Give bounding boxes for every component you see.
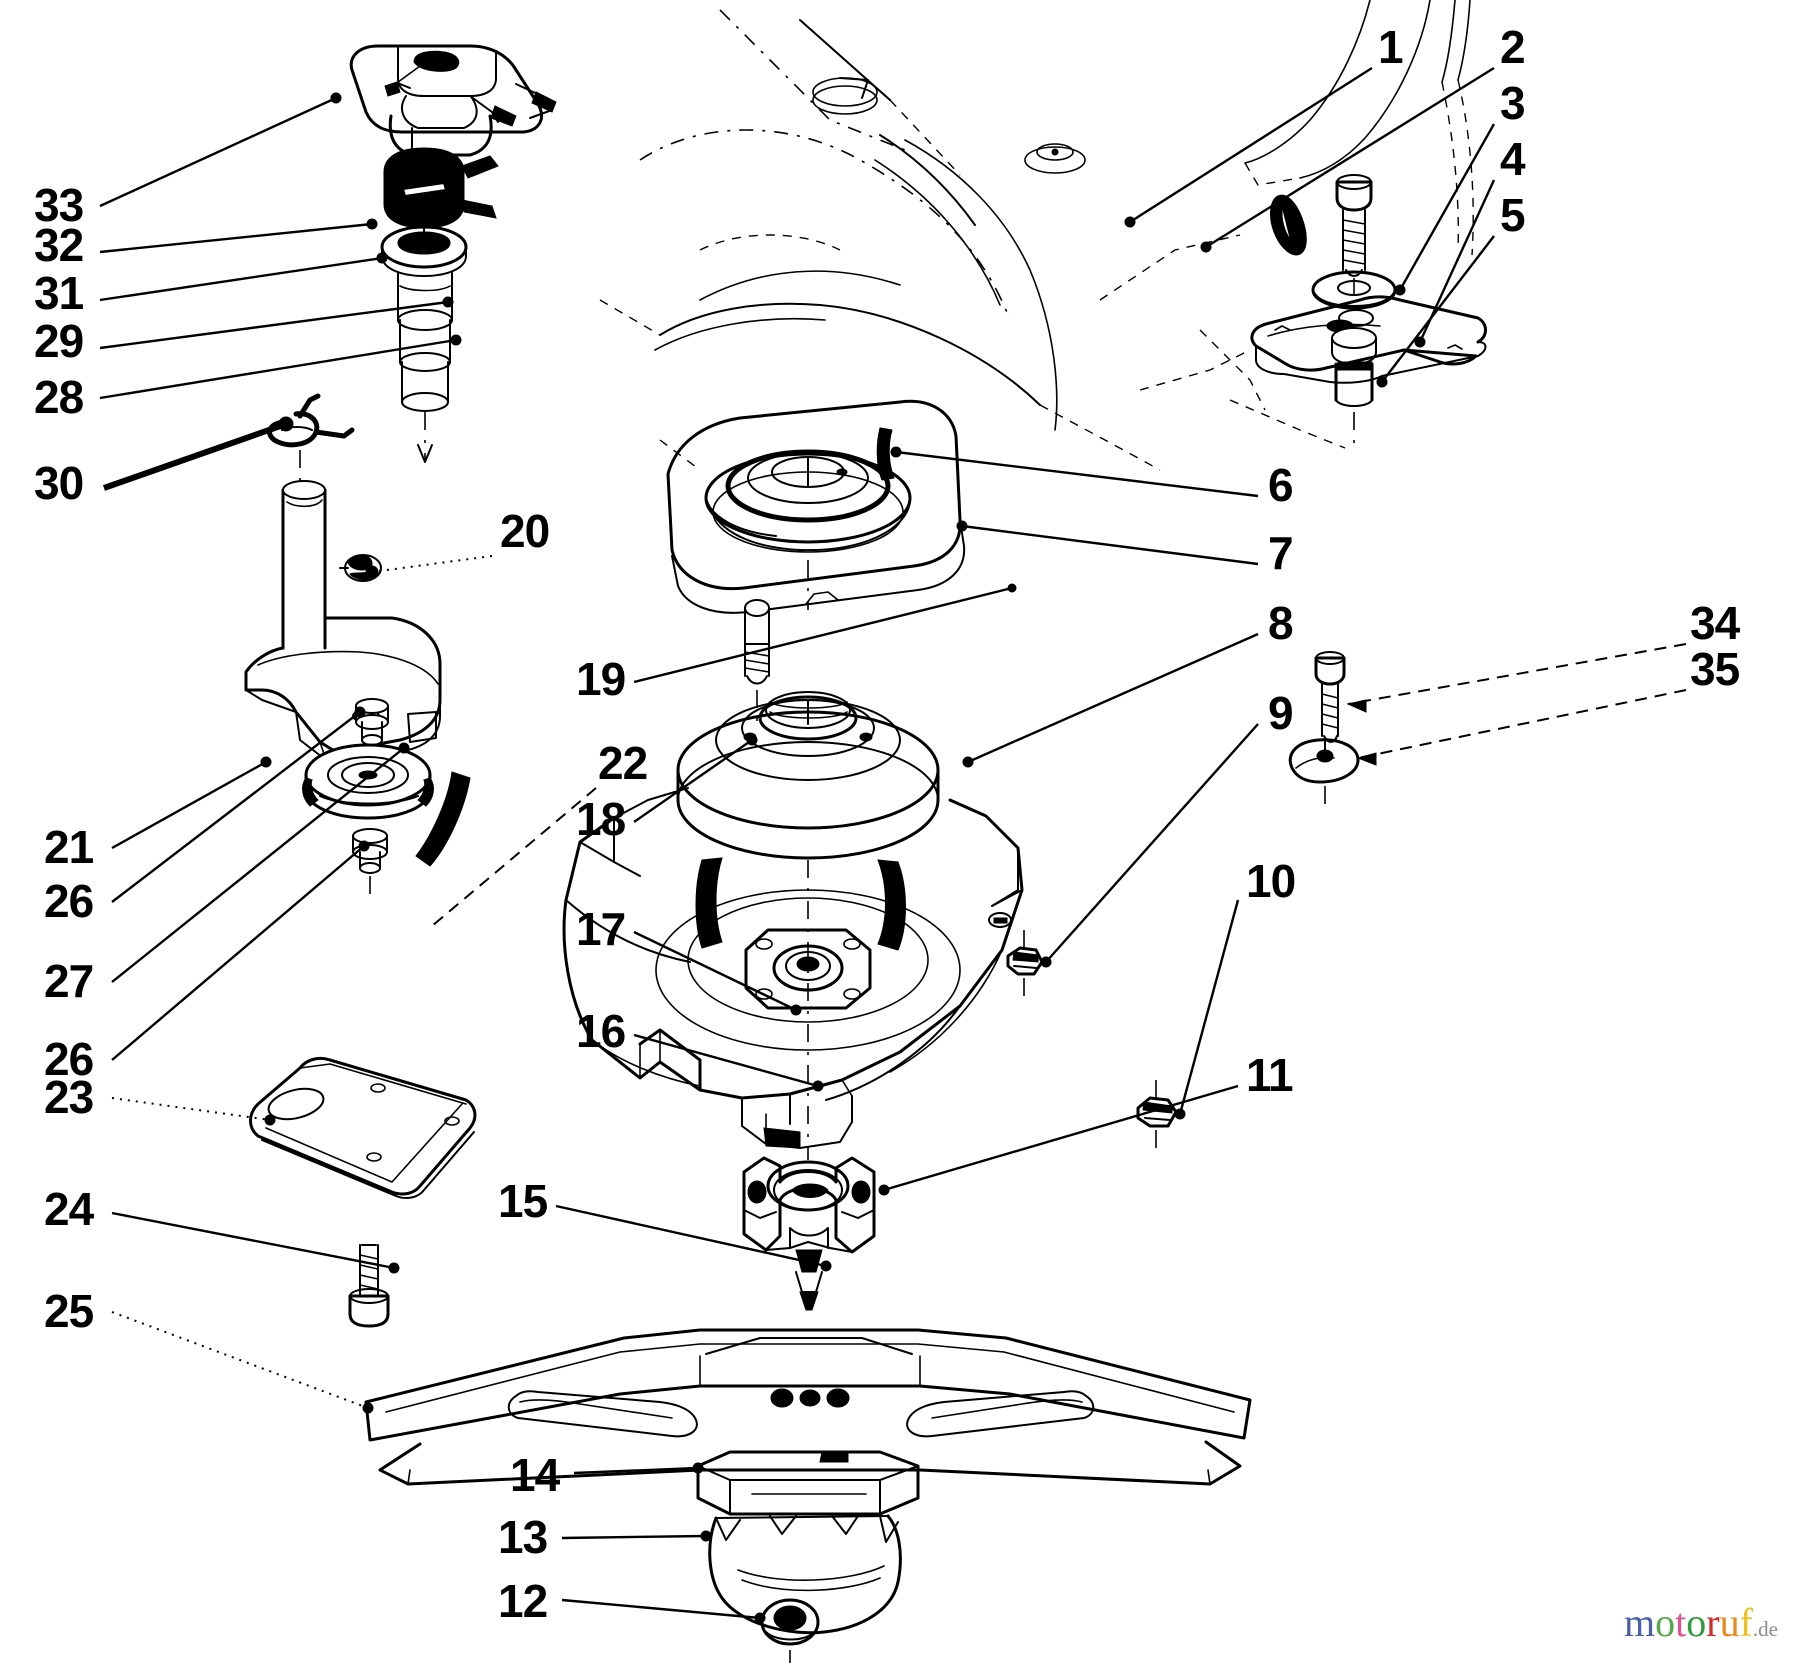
part-34-carriage-bolt [1314, 651, 1346, 743]
deck-skirt-ghost [1244, 0, 1474, 256]
callout-8: 8 [1268, 597, 1294, 649]
callout-4: 4 [1500, 133, 1526, 185]
part-30-torsion-spring [267, 393, 355, 492]
callout-9: 9 [1268, 687, 1294, 739]
part-28-pivot-shaft [399, 319, 451, 463]
part-15-cutting-blade [364, 1328, 1252, 1486]
deck-outline-ghost [599, 9, 1251, 471]
motoruf-watermark: motoruf.de [1624, 1603, 1778, 1649]
leader-lines [99, 66, 1687, 1624]
part-7-spindle-cover-plate [666, 399, 966, 614]
part-5-spacer-bushing [1199, 327, 1377, 450]
callout-29: 29 [34, 315, 84, 367]
part-9-hex-nut-upper [1006, 930, 1044, 996]
part-1-retaining-clip [1270, 194, 1307, 256]
callout-2: 2 [1500, 21, 1526, 73]
part-33-lever-handle [349, 44, 557, 157]
part-11-blade-adapter [742, 1156, 876, 1311]
callout-21: 21 [44, 821, 94, 873]
watermark-letter-r: r [1706, 1600, 1720, 1645]
callout-24: 24 [44, 1183, 94, 1235]
callout-27: 27 [44, 955, 94, 1007]
part-29-spacer-sleeve [397, 271, 453, 331]
callout-26-lower: 26 [44, 1033, 94, 1085]
callout-14: 14 [510, 1449, 560, 1501]
part-2-hex-bolt [1335, 174, 1373, 296]
callout-19: 19 [576, 653, 626, 705]
part-10-hex-nut-lower [1136, 1080, 1178, 1150]
part-31-knob-washer [380, 217, 468, 277]
part-8-spindle-housing [562, 691, 1024, 1160]
callout-23: 23 [44, 1071, 94, 1123]
callout-18: 18 [576, 793, 626, 845]
watermark-letter-f: f [1739, 1600, 1753, 1645]
callout-20: 20 [500, 505, 550, 557]
callout-5: 5 [1500, 189, 1526, 241]
callout-25: 25 [44, 1285, 94, 1337]
callout-35: 35 [1690, 643, 1740, 695]
part-26-upper-bushing [355, 698, 389, 746]
callout-16: 16 [576, 1005, 626, 1057]
part-19-pulley [704, 449, 912, 610]
part-26-lower-bushing [352, 828, 388, 900]
callout-22: 22 [598, 737, 648, 789]
callout-32: 32 [34, 219, 84, 271]
part-13-blade-cup-washer [708, 1514, 902, 1635]
part-24-hex-head-screw [348, 1244, 390, 1328]
callout-13: 13 [498, 1511, 548, 1563]
watermark-letter-o2: o [1686, 1600, 1707, 1645]
callout-31: 31 [34, 267, 84, 319]
watermark-suffix: .de [1752, 1617, 1778, 1641]
part-27-idler-pulley [302, 743, 434, 820]
part-21-idler-pivot-bracket [244, 480, 442, 763]
callout-3: 3 [1500, 77, 1526, 129]
callout-34: 34 [1690, 597, 1740, 649]
watermark-letter-t: t [1675, 1600, 1687, 1645]
callout-30: 30 [34, 457, 84, 509]
watermark-letter-m: m [1624, 1600, 1656, 1645]
part-22-drive-belt [415, 771, 471, 867]
part-32-clamp-collar [383, 147, 499, 229]
part-35-anti-scalp-pad [1288, 737, 1360, 804]
part-14-blade-retainer-plate [696, 1450, 920, 1516]
part-4-idler-arm [1250, 295, 1487, 384]
callout-7: 7 [1268, 527, 1294, 579]
callout-15: 15 [498, 1175, 548, 1227]
callout-1: 1 [1378, 21, 1404, 73]
callout-26-upper: 26 [44, 875, 94, 927]
callout-10: 10 [1246, 855, 1296, 907]
callout-6: 6 [1268, 459, 1294, 511]
callout-11: 11 [1246, 1049, 1294, 1101]
callout-33: 33 [34, 179, 84, 231]
watermark-letter-u: u [1719, 1600, 1740, 1645]
callout-12: 12 [498, 1575, 548, 1627]
callout-28: 28 [34, 371, 84, 423]
watermark-letter-o1: o [1655, 1600, 1676, 1645]
callout-17: 17 [576, 903, 626, 955]
part-23-mounting-plate [249, 1056, 477, 1199]
